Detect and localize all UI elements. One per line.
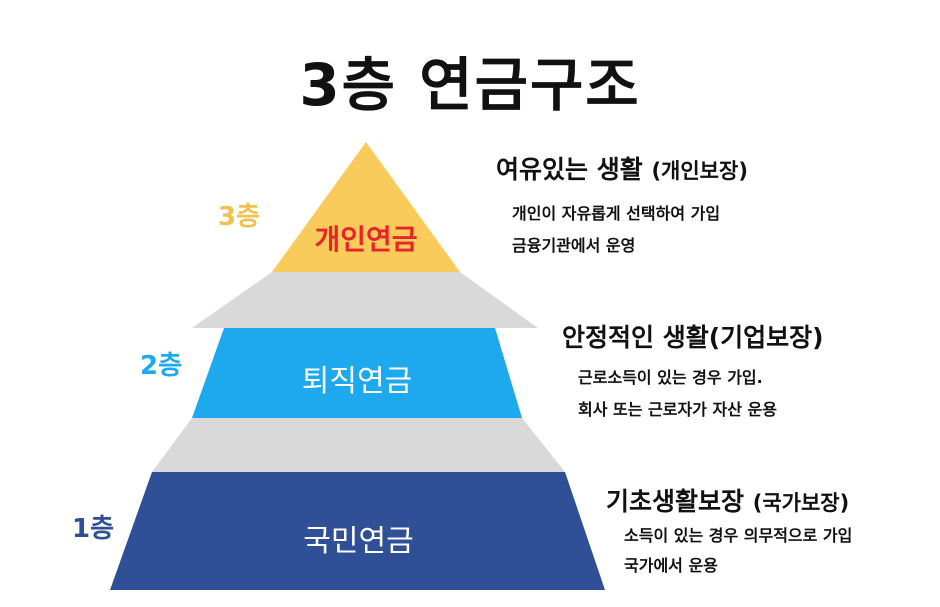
pyramid-tier-1 bbox=[110, 472, 605, 590]
tier-3-name: 개인연금 bbox=[314, 223, 418, 256]
tier-2-desc-line-1: 근로소득이 있는 경우 가입. bbox=[578, 368, 763, 387]
tier-2-name: 퇴직연금 bbox=[301, 364, 413, 399]
tier-2-desc-line-2: 회사 또는 근로자가 자산 운용 bbox=[578, 400, 777, 419]
page-title: 3층 연금구조 bbox=[299, 51, 641, 119]
pyramid-tier-2 bbox=[192, 328, 522, 418]
tier-1-label: 1층 bbox=[72, 514, 115, 544]
tier-3-heading-sub: (개인보장) bbox=[651, 159, 748, 183]
tier-3-label: 3층 bbox=[218, 202, 261, 232]
connector-3-2 bbox=[192, 272, 538, 328]
connector-2-1 bbox=[152, 418, 565, 472]
tier-1-desc-line-2: 국가에서 운용 bbox=[624, 556, 718, 575]
tier-3-desc-line-2: 금융기관에서 운영 bbox=[512, 236, 636, 255]
tier-1-desc-line-1: 소득이 있는 경우 의무적으로 가입 bbox=[624, 526, 853, 545]
tier-2-heading-main: 안정적인 생활(기업보장) bbox=[562, 323, 824, 352]
pyramid-tier-3 bbox=[272, 142, 460, 272]
tier-1-heading-main: 기초생활보장 bbox=[606, 487, 745, 516]
tier-2-label: 2층 bbox=[140, 351, 183, 381]
tier-3-heading: 여유있는 생활 (개인보장) bbox=[496, 150, 748, 186]
tier-1-heading-sub: (국가보장) bbox=[752, 491, 850, 515]
tier-1-name: 국민연금 bbox=[303, 524, 414, 559]
tier-3-desc-line-1: 개인이 자유롭게 선택하여 가입 bbox=[512, 204, 721, 223]
tier-1-heading: 기초생활보장 (국가보장) bbox=[606, 482, 849, 518]
tier-3-heading-main: 여유있는 생활 bbox=[496, 155, 643, 184]
tier-2-heading: 안정적인 생활(기업보장) bbox=[562, 318, 824, 354]
